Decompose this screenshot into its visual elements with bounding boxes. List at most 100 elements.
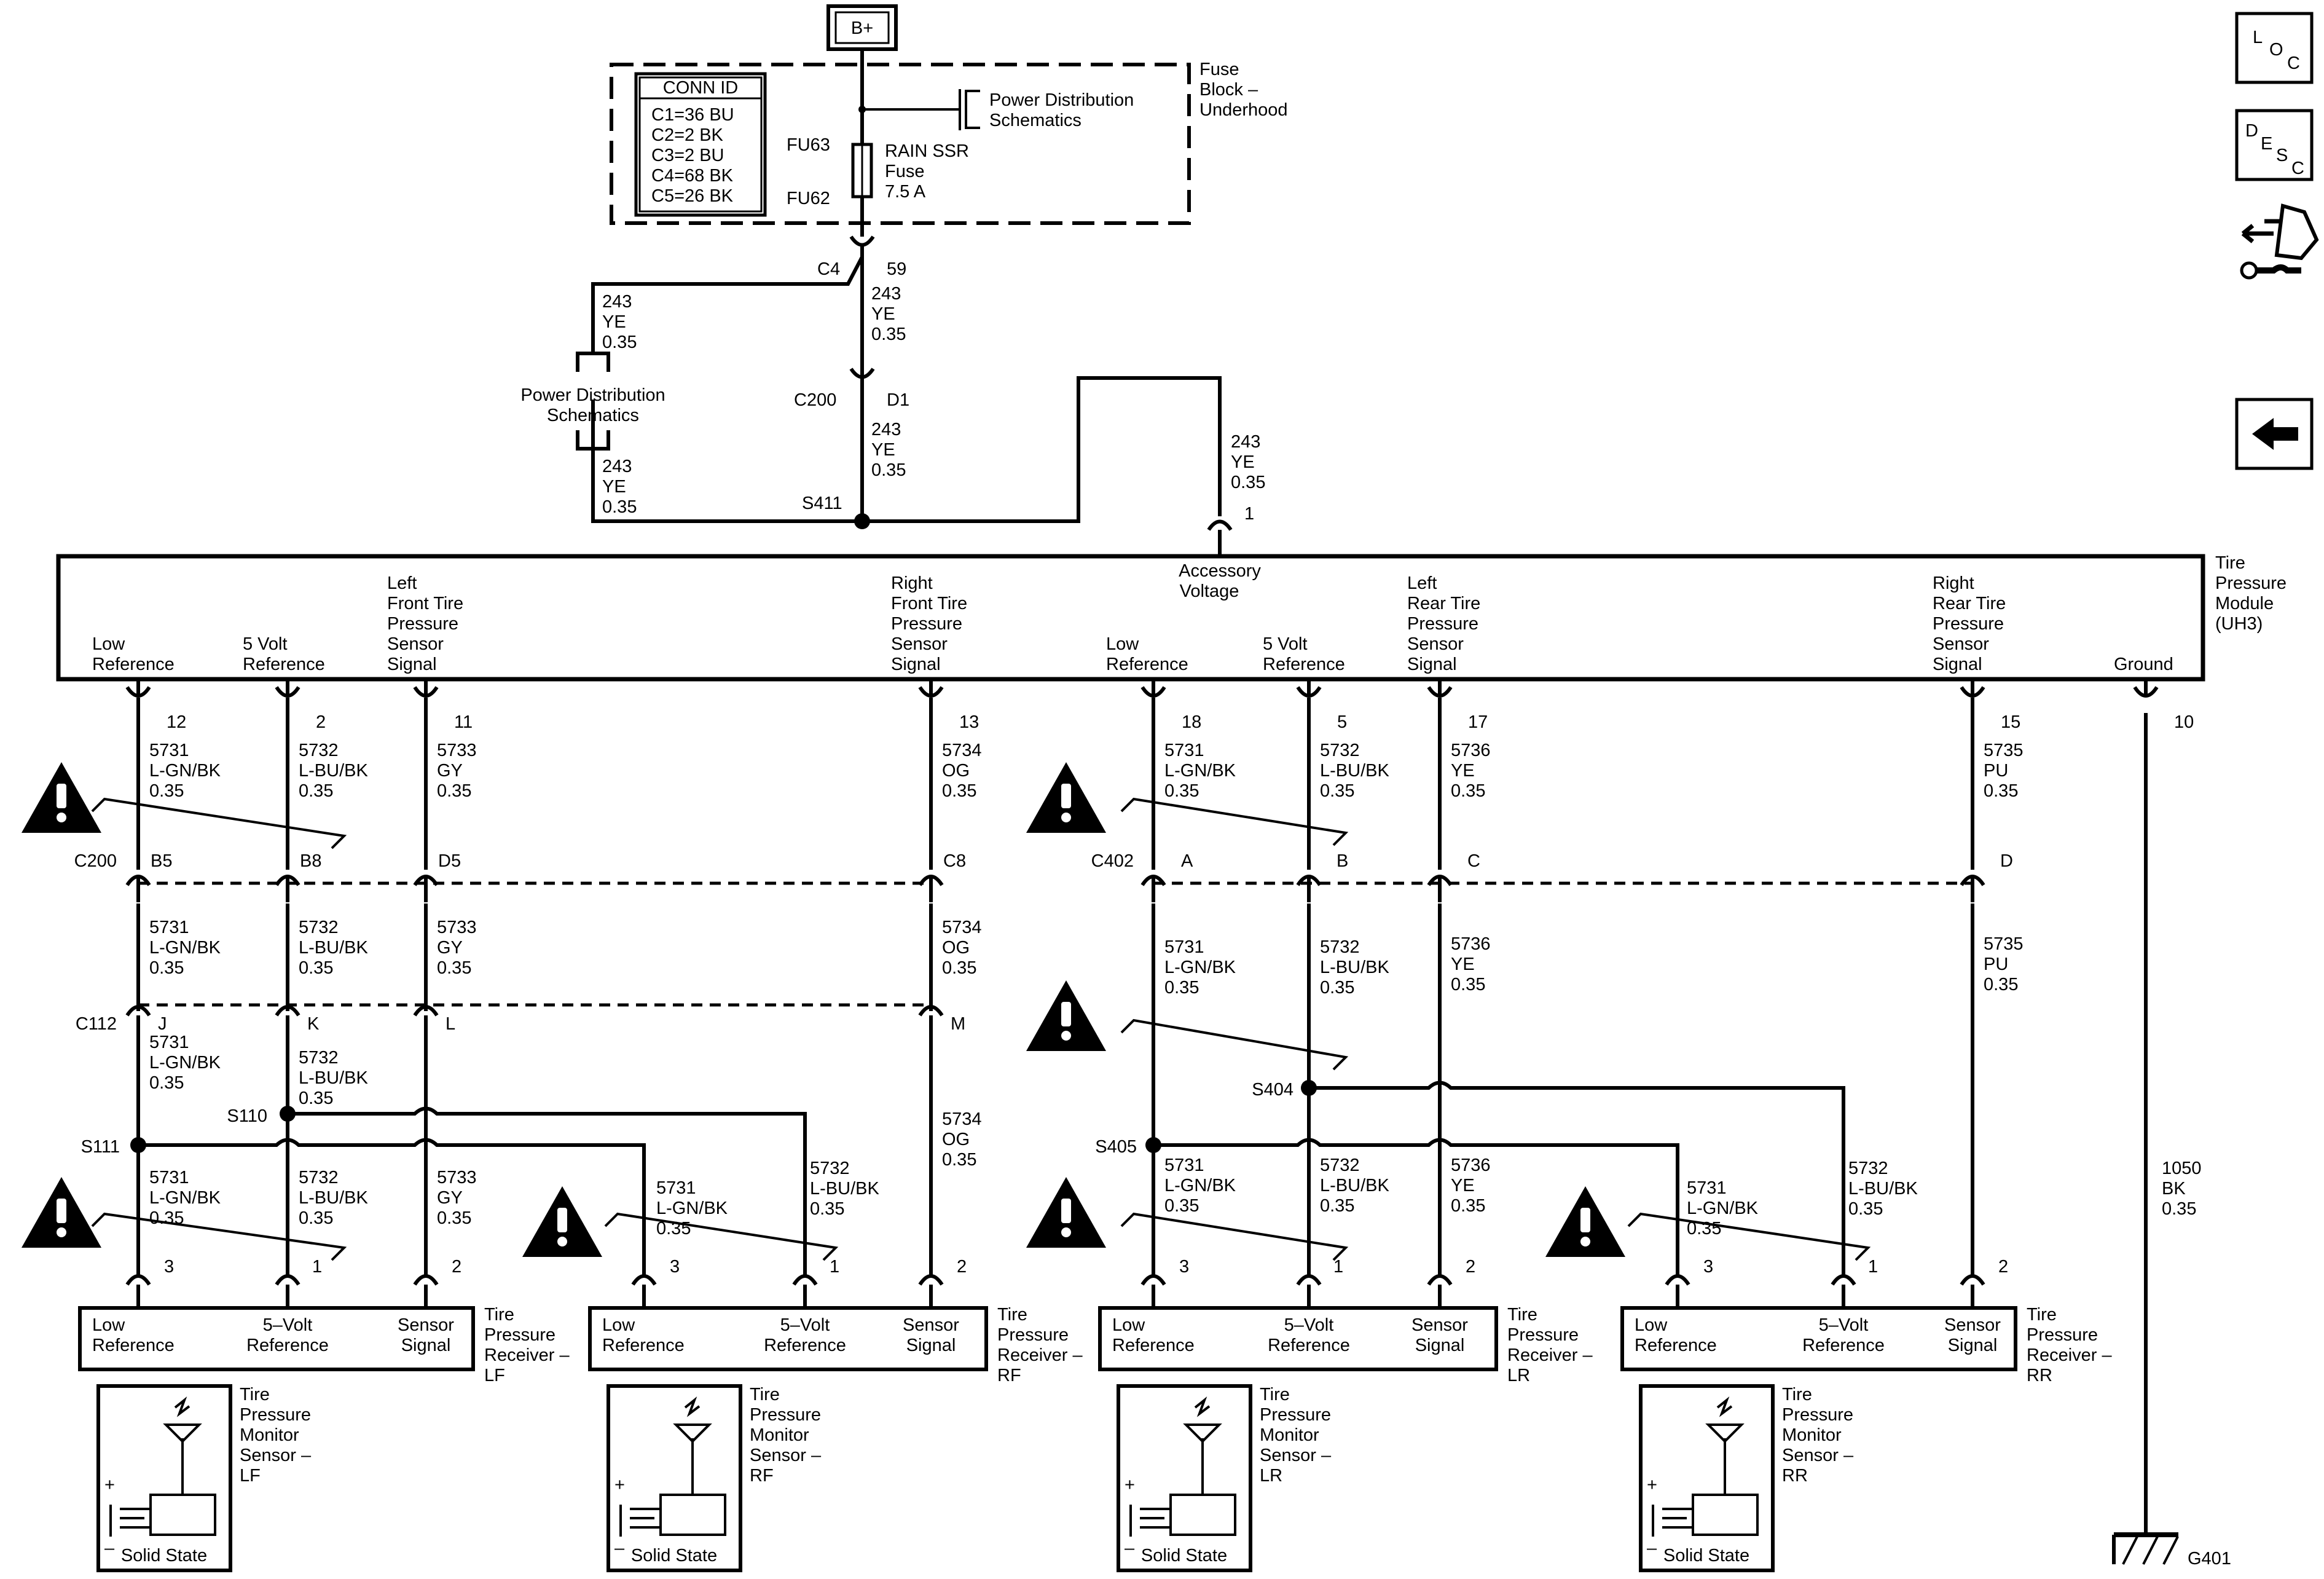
module-pin-label: Rear Tire xyxy=(1933,594,2006,613)
caution-mark xyxy=(1061,1002,1071,1026)
receiver-pin-number: 3 xyxy=(1179,1257,1189,1277)
wire-label: L-BU/BK xyxy=(810,1179,879,1199)
caution-mark xyxy=(557,1208,567,1232)
receiver-box xyxy=(1620,1306,2017,1371)
module-pin-number: 10 xyxy=(2174,712,2194,732)
wire-label: YE xyxy=(1451,1176,1475,1195)
desc-letter: E xyxy=(2261,134,2272,154)
module-pin-label: Reference xyxy=(243,655,325,674)
receiver-pin-label: 5–Volt xyxy=(263,1315,313,1335)
wire-label: 5732 xyxy=(1320,741,1360,760)
caution-mark xyxy=(1061,1199,1071,1223)
sensor-name: Sensor – xyxy=(240,1446,312,1465)
module-pin-number: 2 xyxy=(316,712,326,732)
connector-pin xyxy=(125,1274,151,1286)
c4-pin: 59 xyxy=(887,259,906,279)
receiver-name: Pressure xyxy=(2027,1325,2098,1345)
module-pin-number: 17 xyxy=(1468,712,1488,732)
location-icon[interactable]: L O C xyxy=(2235,12,2314,84)
connector-pin-label: D5 xyxy=(438,851,461,871)
receiver-pin-label: Sensor xyxy=(1944,1315,2001,1335)
connector-pin xyxy=(918,1005,944,1017)
power-dist-schematics-label: Power Distribution xyxy=(989,90,1134,110)
component-info-icon[interactable] xyxy=(2240,203,2319,280)
sensor-box xyxy=(96,1384,232,1572)
connector-pin xyxy=(1427,1274,1453,1286)
wire-label: 5731 xyxy=(1687,1178,1727,1198)
sensor-name: Tire xyxy=(240,1385,270,1404)
wire-label: 5735 xyxy=(1984,934,2024,954)
splice-label: S405 xyxy=(1095,1137,1137,1157)
desc-letter: S xyxy=(2276,146,2288,165)
power-dist-bracket: Power Distribution Schematics xyxy=(520,352,665,451)
desc-letter: D xyxy=(2245,121,2258,141)
module-pin-number: 12 xyxy=(167,712,186,732)
module-pin-label: Front Tire xyxy=(891,594,967,613)
receiver-pin-label: Reference xyxy=(1802,1336,1885,1355)
receiver-pin-label: 5–Volt xyxy=(780,1315,830,1335)
sensor-name: Sensor – xyxy=(750,1446,822,1465)
wire-label: 5731 xyxy=(149,1033,189,1052)
wire-label: 0.35 xyxy=(1164,1196,1199,1216)
tire-pressure-receiver: LowReference5–VoltReferenceSensorSignalT… xyxy=(1620,1305,2112,1385)
receiver-pin-number: 2 xyxy=(452,1257,461,1277)
fuse-name: Fuse xyxy=(885,162,924,181)
c4-label: C4 xyxy=(817,259,840,279)
wire-label: OG xyxy=(942,938,970,958)
receiver-pin-label: Sensor xyxy=(1411,1315,1468,1335)
caution-dot xyxy=(1061,1031,1071,1041)
antenna-icon xyxy=(163,1423,202,1443)
module-pin: 1 xyxy=(1244,504,1254,524)
receiver-box xyxy=(1098,1306,1498,1371)
twist-marker xyxy=(1627,1212,1871,1261)
wire-label: 5731 xyxy=(1164,741,1204,760)
receiver-name: Tire xyxy=(1507,1305,1537,1325)
description-icon[interactable]: D E S C xyxy=(2235,109,2314,181)
wire-label: 243 xyxy=(1231,432,1260,452)
module-pin-label: Right xyxy=(891,573,933,593)
power-dist-schematics-label: Schematics xyxy=(547,406,639,425)
desc-letter: C xyxy=(2291,159,2304,178)
wire-label: 0.35 xyxy=(1320,1196,1354,1216)
wire-label: 0.35 xyxy=(602,333,637,352)
receiver-pin-label: Reference xyxy=(92,1336,175,1355)
wire-label: 5731 xyxy=(149,741,189,760)
module-pin-number: 5 xyxy=(1337,712,1347,732)
feed-circuit: C4 59 Power Distribution Schematics 243 … xyxy=(520,235,1265,556)
receiver-pin-label: Sensor xyxy=(398,1315,454,1335)
wire-label: L-GN/BK xyxy=(1164,958,1236,977)
loc-letter: C xyxy=(2287,53,2300,73)
module-pin-label: Sensor xyxy=(891,634,948,654)
loc-letter: O xyxy=(2269,40,2283,60)
module-pin-number: 18 xyxy=(1182,712,1201,732)
battery-icon xyxy=(109,1505,151,1537)
sensor-name: Sensor – xyxy=(1260,1446,1332,1465)
module-pin-label: Pressure xyxy=(1933,614,2004,634)
receiver-pin-number: 2 xyxy=(957,1257,967,1277)
receiver-box xyxy=(588,1306,988,1371)
wire-label: 0.35 xyxy=(299,958,333,978)
wire-branch-low-rf xyxy=(138,1138,646,1277)
wire-label: 0.35 xyxy=(942,1150,976,1170)
connector-pin-label: K xyxy=(307,1014,320,1034)
tire-pressure-module: Tire Pressure Module (UH3) Accessory Vol… xyxy=(56,553,2287,682)
twist-marker xyxy=(1120,797,1349,846)
connector-pin xyxy=(1831,1274,1856,1286)
back-arrow-icon[interactable] xyxy=(2235,398,2314,470)
caution-icon xyxy=(1545,1186,1625,1257)
connector-pin xyxy=(413,1274,439,1286)
wire-label: 1050 xyxy=(2162,1159,2202,1178)
caution-icon xyxy=(22,762,101,833)
wire-label: PU xyxy=(1984,955,2008,974)
twist-marker xyxy=(1120,1212,1349,1261)
receiver-name: Tire xyxy=(2027,1305,2057,1325)
ground-label: G401 xyxy=(2188,1549,2231,1569)
receiver-pin-label: Signal xyxy=(1948,1336,1998,1355)
splice-label: S411 xyxy=(802,494,842,513)
receiver-pin-number: 3 xyxy=(164,1257,174,1277)
sensor-plus: + xyxy=(104,1475,115,1495)
caution-icon xyxy=(1026,762,1106,833)
wire-label: YE xyxy=(871,304,895,324)
wire-label: L-BU/BK xyxy=(1320,761,1389,781)
